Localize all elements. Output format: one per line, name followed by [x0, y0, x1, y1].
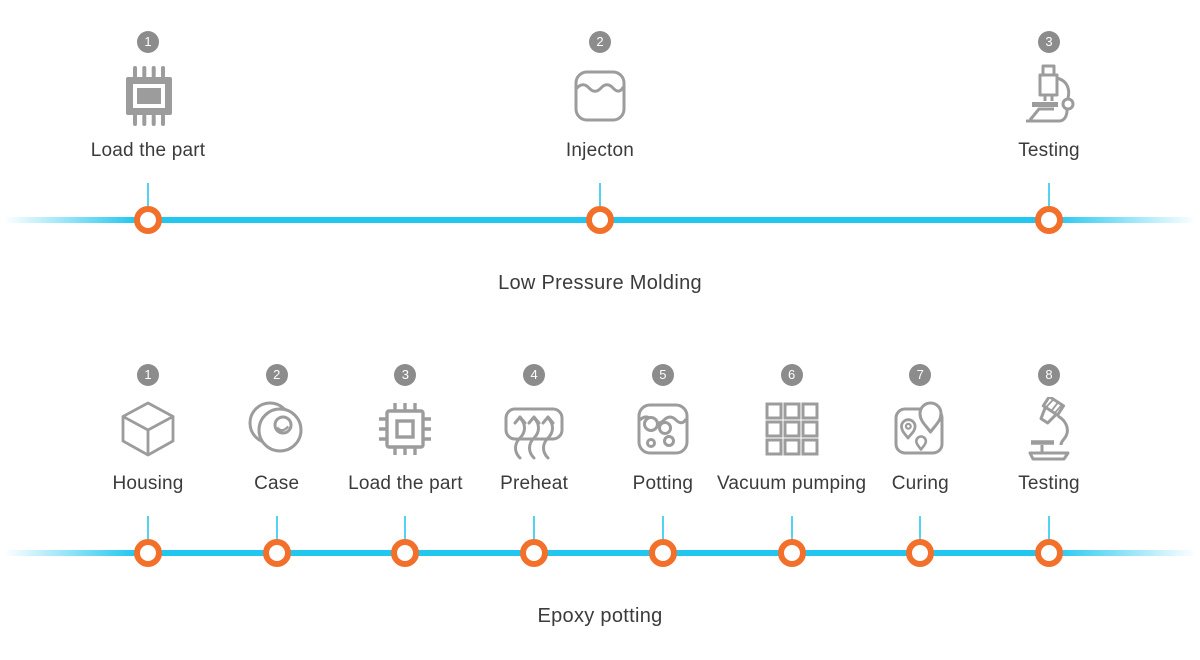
- step-connector-line: [599, 183, 601, 214]
- step-label: Injecton: [565, 140, 635, 161]
- cube-icon: [43, 396, 253, 462]
- process-step: 2 Case: [172, 364, 382, 496]
- process-step: 8 Testing: [944, 364, 1154, 496]
- timeline-title: Epoxy potting: [537, 605, 663, 627]
- timeline-marker: [586, 206, 614, 234]
- timeline-marker: [520, 539, 549, 567]
- potting-bubbles-icon: [558, 396, 768, 462]
- step-label: Load the part: [90, 140, 206, 161]
- step-label: Curing: [891, 473, 949, 494]
- step-number-badge: 8: [1038, 364, 1060, 386]
- timeline-line: [4, 550, 1196, 556]
- timeline-marker: [262, 539, 291, 567]
- map-pins-icon: [815, 396, 1025, 462]
- step-number-badge: 4: [523, 364, 546, 386]
- process-step: 3 Testing: [944, 31, 1154, 163]
- step-number-badge: 6: [780, 364, 803, 386]
- step-label: Testing: [1018, 140, 1080, 161]
- process-step: 6 Vacuum pumping: [687, 364, 897, 496]
- step-number-badge: 1: [137, 31, 159, 53]
- step-number-badge: 5: [651, 364, 674, 386]
- microscope-icon: [944, 63, 1154, 129]
- timeline-title: Low Pressure Molding: [498, 272, 702, 294]
- process-step: 4 Preheat: [429, 364, 639, 496]
- timeline-marker: [648, 539, 677, 567]
- step-number-badge: 2: [265, 364, 288, 386]
- step-label: Load the part: [348, 473, 463, 494]
- process-step: 3 Load the part: [300, 364, 510, 496]
- step-connector-line: [404, 516, 407, 547]
- timeline-marker: [1035, 539, 1063, 567]
- step-label: Preheat: [500, 473, 569, 494]
- step-connector-line: [147, 183, 149, 214]
- timeline-marker: [777, 539, 806, 567]
- chip-outline-icon: [300, 396, 510, 462]
- heat-arrows-icon: [429, 396, 639, 462]
- step-label: Vacuum pumping: [716, 473, 867, 494]
- step-label: Case: [254, 473, 300, 494]
- case-rings-icon: [172, 396, 382, 462]
- process-step: 1 Housing: [43, 364, 253, 496]
- step-connector-line: [1048, 183, 1050, 214]
- step-number-badge: 2: [589, 31, 611, 53]
- chip-filled-icon: [43, 63, 253, 129]
- step-label: Potting: [632, 473, 694, 494]
- step-connector-line: [147, 516, 149, 547]
- step-number-badge: 3: [394, 364, 417, 386]
- step-number-badge: 3: [1038, 31, 1060, 53]
- liquid-container-icon: [495, 63, 705, 129]
- process-step: 5 Potting: [558, 364, 768, 496]
- step-number-badge: 1: [137, 364, 159, 386]
- process-step: 7 Curing: [815, 364, 1025, 496]
- step-number-badge: 7: [909, 364, 932, 386]
- microscope-tilted-icon: [944, 396, 1154, 462]
- step-connector-line: [790, 516, 793, 547]
- process-step: 1 Load the part: [43, 31, 253, 163]
- timeline-marker: [391, 539, 420, 567]
- step-connector-line: [533, 516, 536, 547]
- timeline-line: [4, 217, 1196, 223]
- step-connector-line: [919, 516, 922, 547]
- timeline-marker: [134, 206, 162, 234]
- grid-squares-icon: [687, 396, 897, 462]
- timeline-marker: [134, 539, 162, 567]
- timeline-marker: [906, 539, 935, 567]
- timeline-marker: [1035, 206, 1063, 234]
- step-connector-line: [275, 516, 278, 547]
- step-connector-line: [1048, 516, 1050, 547]
- step-connector-line: [661, 516, 664, 547]
- process-step: 2 Injecton: [495, 31, 705, 163]
- step-label: Housing: [112, 473, 184, 494]
- step-label: Testing: [1018, 473, 1080, 494]
